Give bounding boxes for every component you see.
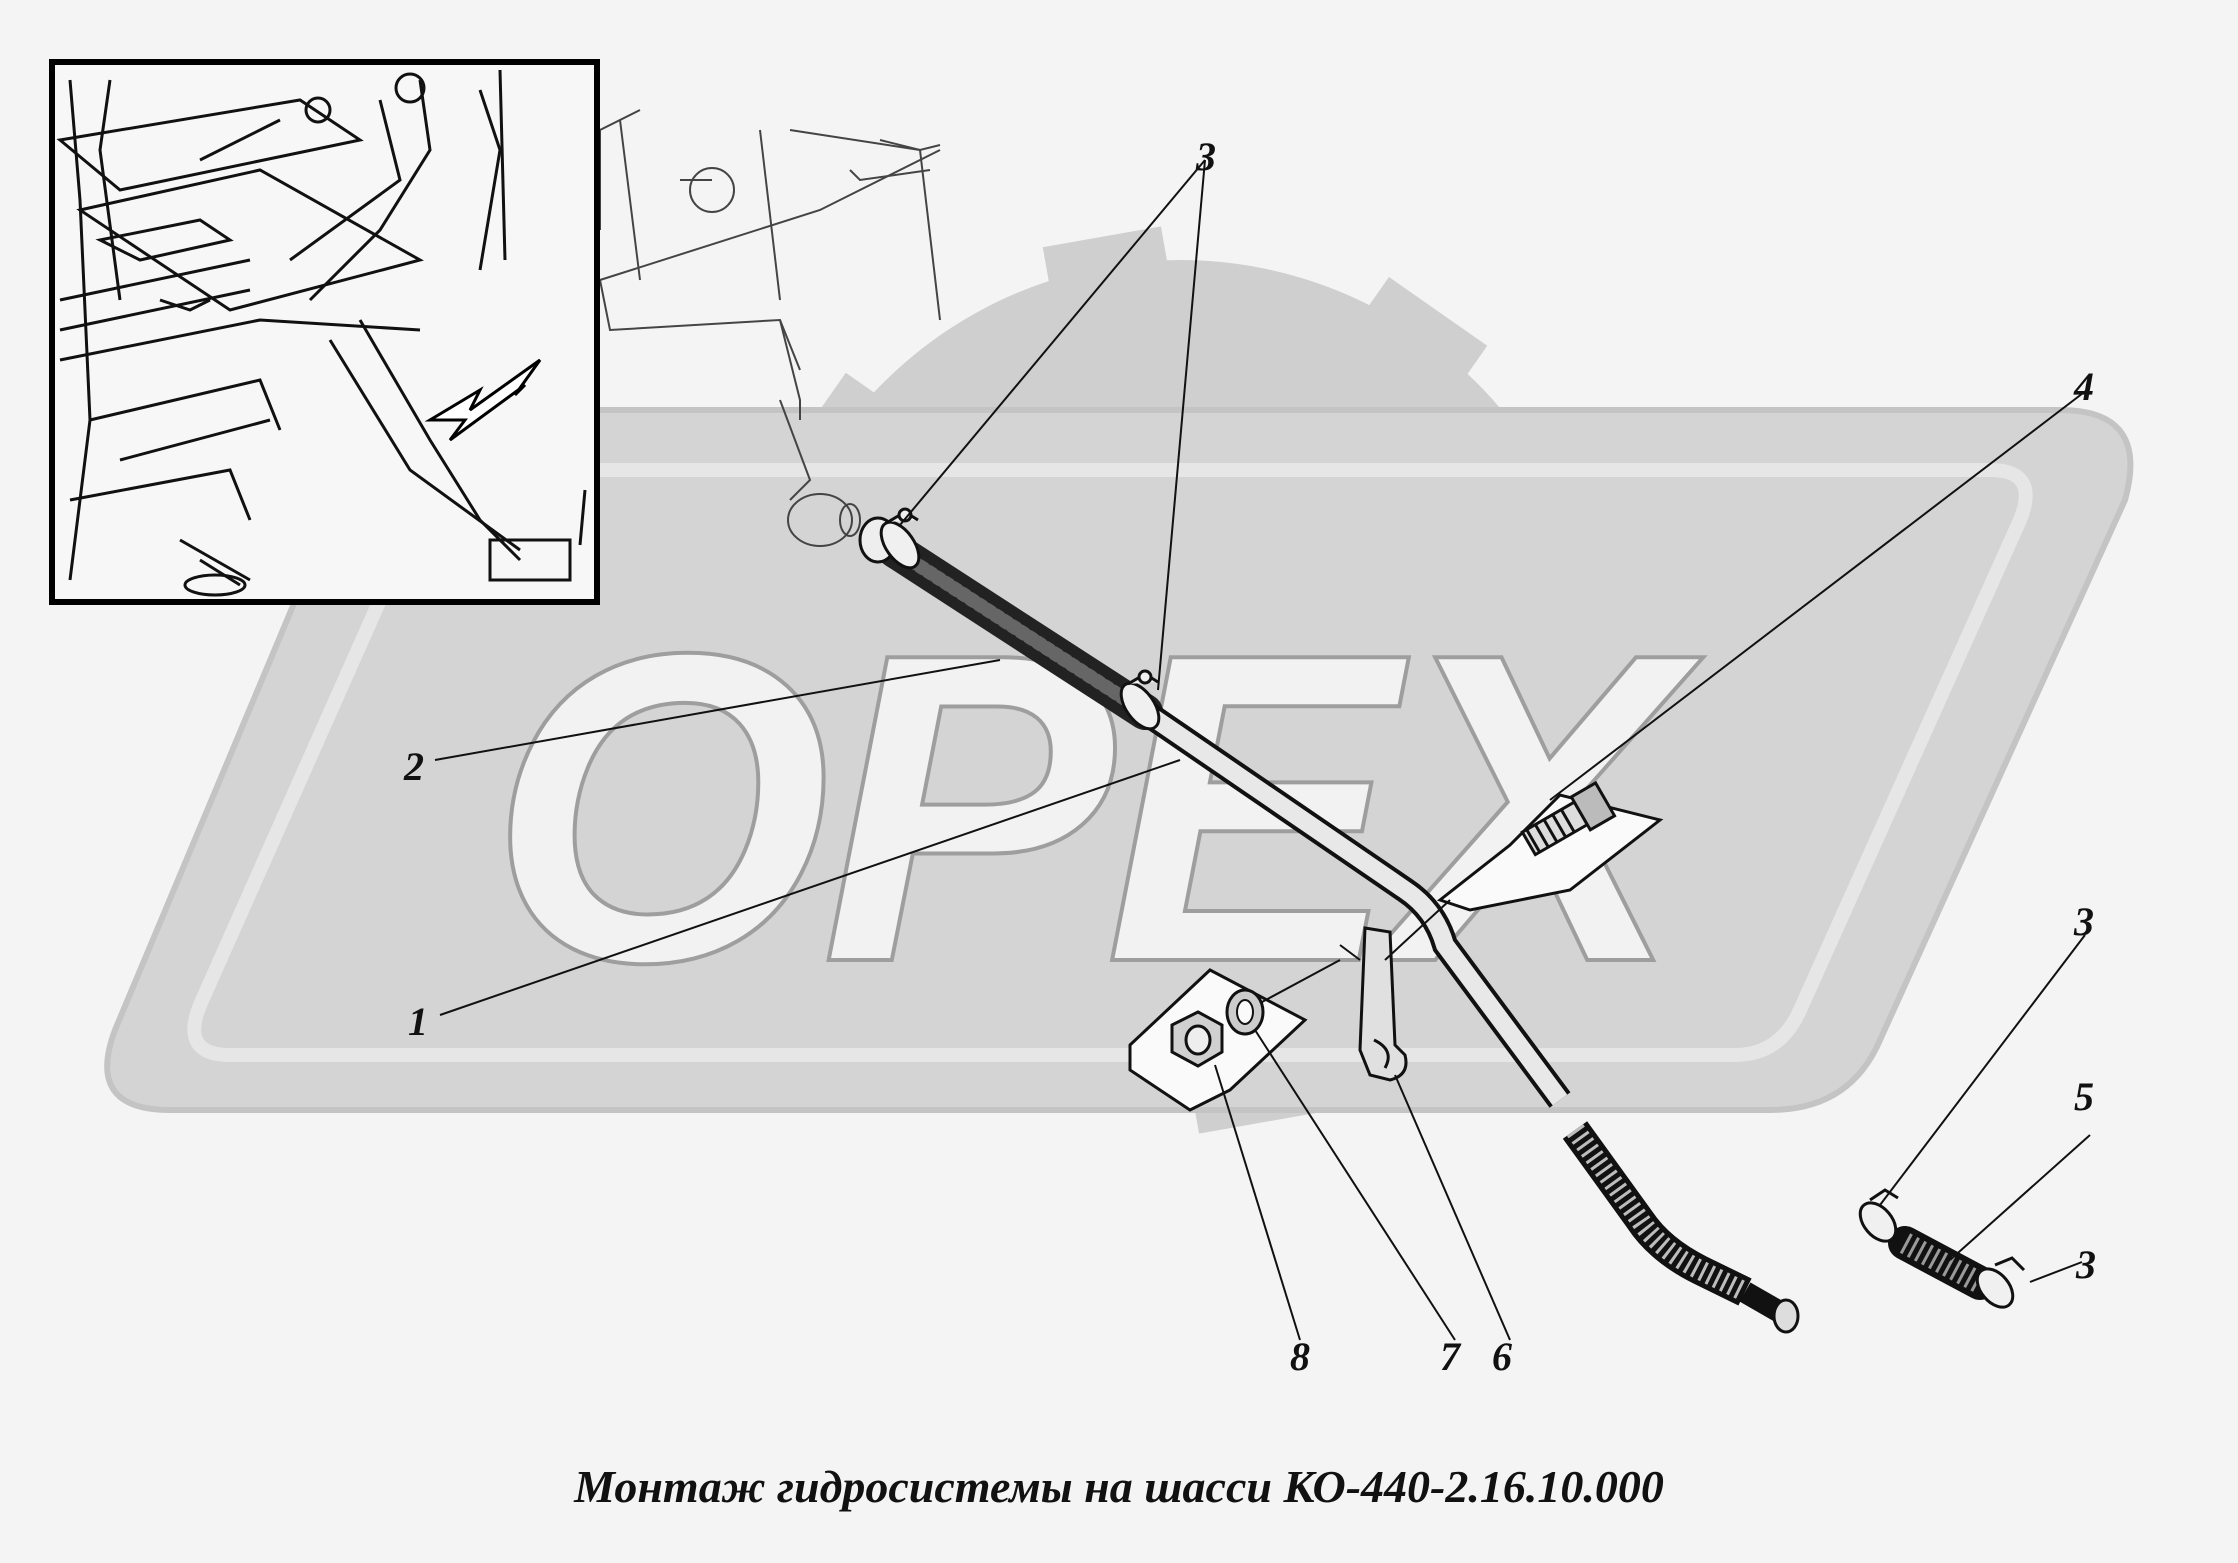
part-nut-washer [1128,959,1341,1112]
callout-1: 1 [408,999,428,1044]
callout-5: 5 [2074,1074,2094,1119]
part-bolt-4 [1436,780,1664,912]
part-clamp-3-right [1975,1256,2026,1309]
callout-3-mid: 3 [2073,899,2094,944]
callout-7: 7 [1440,1334,1462,1379]
part-hose-5 [1888,1226,1997,1300]
part-clamp-3-left [1858,1188,1899,1243]
watermark: OPEX [104,226,2134,1134]
clamp-top [879,507,921,570]
callout-6: 6 [1492,1334,1512,1379]
callout-8: 8 [1290,1334,1310,1379]
leader-lines [434,159,2091,1341]
nut-8 [1170,1010,1224,1068]
pipe-assembly [858,516,1800,1334]
callout-4: 4 [2073,364,2094,409]
clamp-middle [1119,669,1161,731]
part-bracket-6 [1358,926,1408,1082]
inset-detail [49,59,600,605]
callout-2: 2 [403,744,424,789]
diagram-caption: Монтаж гидросистемы на шасси КО-440-2.16… [574,1461,1664,1512]
watermark-text: OPEX [489,563,1704,1054]
washer-7 [1225,988,1265,1036]
callout-3-top: 3 [1195,134,1216,179]
chassis-sketch [599,109,941,547]
callout-3-right: 3 [2075,1242,2096,1287]
arrow-pointer-icon [424,358,542,442]
callouts: 3 4 2 1 3 5 3 8 7 6 [403,134,2096,1379]
